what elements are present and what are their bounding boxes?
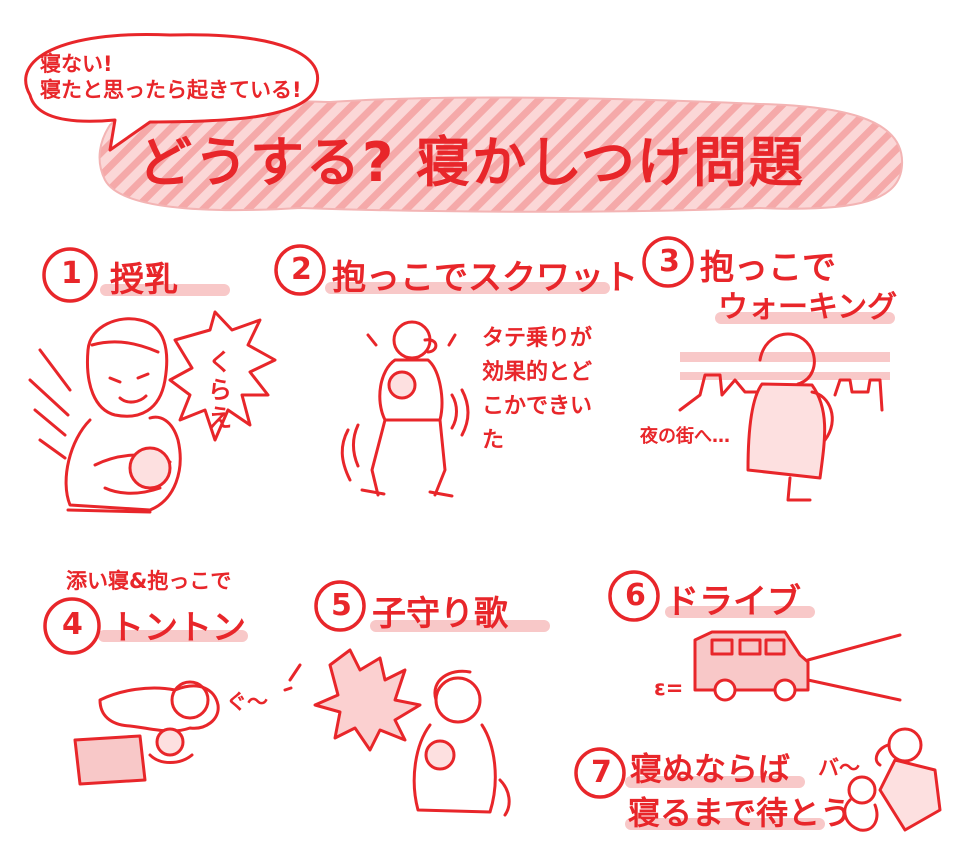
item-label-3: 抱っこで	[700, 248, 836, 288]
item-number-2: 2	[291, 252, 312, 287]
item-label-7: 寝ぬならば	[630, 750, 791, 788]
item-number-6: 6	[625, 578, 646, 613]
speech-bubble	[24, 32, 320, 152]
item-label-2: 抱っこでスクワット	[332, 258, 638, 298]
item-number-4: 4	[62, 607, 83, 642]
page-title: どうする? 寝かしつけ問題	[138, 131, 805, 194]
item-label-1: 授乳	[110, 260, 178, 300]
car-motion-text: ε=	[654, 676, 684, 700]
waiting-illustration	[843, 727, 942, 832]
item-label-7b: 寝るまで待とう	[628, 794, 853, 832]
walking-caption: 夜の街へ…	[640, 426, 730, 447]
item-label-6: ドライブ	[665, 582, 801, 622]
shout-bubble	[168, 310, 277, 442]
breastfeeding-illustration	[28, 317, 182, 514]
walking-illustration	[678, 332, 890, 502]
number-circles	[42, 236, 694, 799]
lullaby-illustration	[283, 648, 511, 817]
baby-babble-text: バ〜	[818, 756, 860, 780]
item-number-7: 7	[591, 755, 612, 790]
item-number-3: 3	[659, 244, 680, 279]
snore-text: ぐ〜	[226, 690, 268, 714]
bubble-line-2: 寝たと思ったら起きている!	[40, 78, 302, 102]
item-prefix-4: 添い寝&抱っこで	[66, 569, 232, 593]
item-number-1: 1	[61, 256, 82, 291]
bubble-line-1: 寝ない!	[40, 52, 113, 76]
title-banner	[98, 96, 904, 213]
car-illustration	[693, 630, 902, 702]
cosleeping-illustration	[73, 680, 220, 786]
shout-text: くらえ	[208, 348, 232, 432]
item-label-4: トントン	[110, 608, 246, 648]
heading-highlights	[98, 282, 895, 830]
squat-illustration	[340, 320, 470, 498]
item-number-5: 5	[331, 588, 352, 623]
item-label-3b: ウォーキング	[718, 290, 898, 325]
squat-note: タテ乗りが効果的とどこかできいた	[482, 326, 593, 453]
item-label-5: 子守り歌	[372, 594, 508, 634]
